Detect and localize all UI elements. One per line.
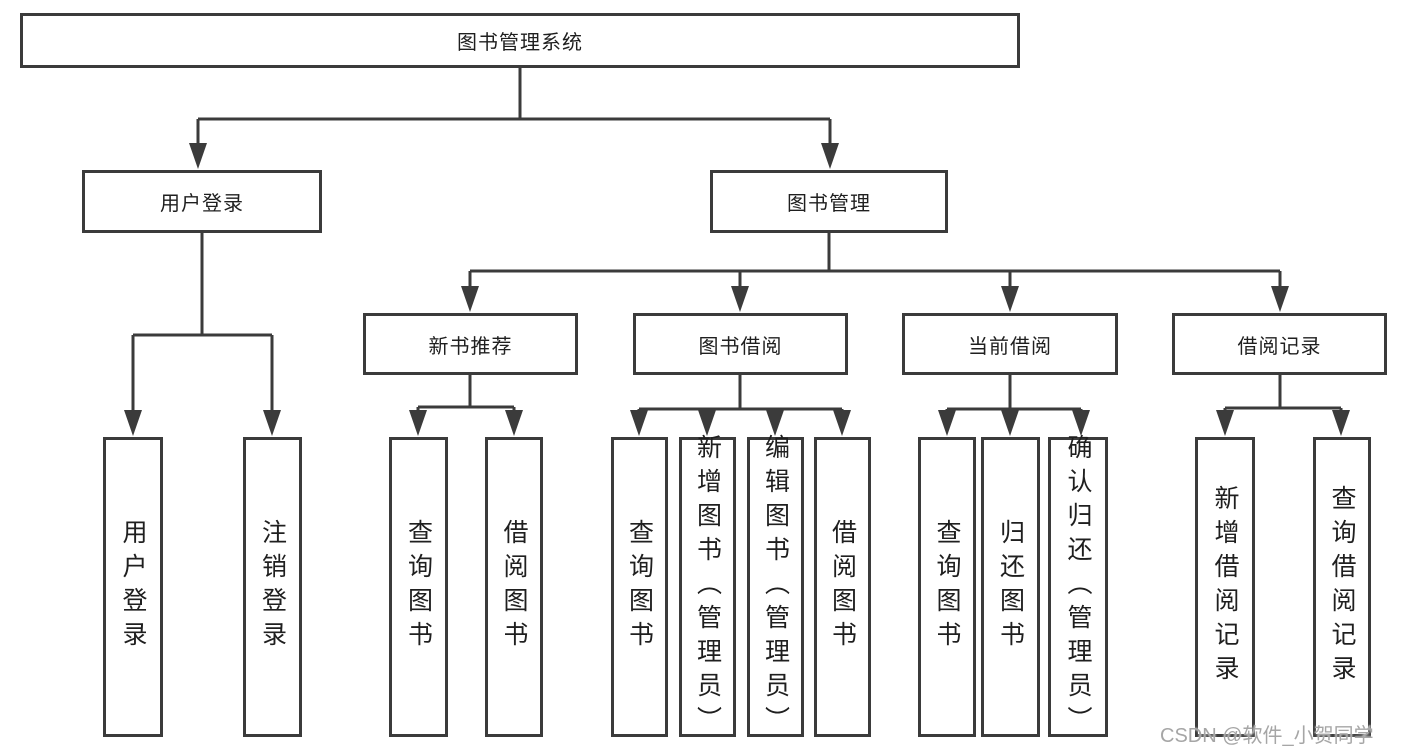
arrow-down-icon bbox=[461, 286, 479, 312]
node-label: 借阅图书 bbox=[828, 519, 857, 655]
csdn-watermark: CSDN @软件_小贺同学 bbox=[1160, 725, 1374, 747]
node-label: 图书管理 bbox=[787, 193, 871, 215]
arrow-down-icon bbox=[821, 143, 839, 169]
branch-root bbox=[189, 67, 839, 169]
node-leaf-user-login: 用户登录 bbox=[103, 437, 163, 737]
node-leaf-query-books-3: 查询图书 bbox=[918, 437, 976, 737]
arrow-down-icon bbox=[1072, 410, 1090, 436]
node-label: 新书推荐 bbox=[428, 335, 513, 358]
node-label: 借阅记录 bbox=[1237, 335, 1322, 358]
branch-book-mgmt bbox=[461, 233, 1289, 312]
arrow-down-icon bbox=[1001, 410, 1019, 436]
arrow-down-icon bbox=[1271, 286, 1289, 312]
arrow-down-icon bbox=[263, 410, 281, 436]
node-leaf-borrow-books-2: 借阅图书 bbox=[814, 437, 871, 737]
node-label: 借阅图书 bbox=[500, 519, 528, 655]
node-label: 当前借阅 bbox=[968, 335, 1052, 358]
arrow-down-icon bbox=[833, 410, 851, 436]
node-label: 注销登录 bbox=[258, 519, 287, 655]
node-book-borrow: 图书借阅 bbox=[633, 313, 848, 375]
arrow-down-icon bbox=[630, 410, 648, 436]
arrow-down-icon bbox=[505, 410, 523, 436]
arrow-down-icon bbox=[766, 410, 784, 436]
node-new-book-rec: 新书推荐 bbox=[363, 313, 578, 375]
arrow-down-icon bbox=[1216, 410, 1234, 436]
node-label: 查询图书 bbox=[933, 519, 961, 655]
node-user-login: 用户登录 bbox=[82, 170, 322, 233]
arrow-down-icon bbox=[938, 410, 956, 436]
node-label: 新增图书（管理员） bbox=[693, 434, 722, 740]
node-leaf-query-books-2: 查询图书 bbox=[611, 437, 668, 737]
node-label: 编辑图书（管理员） bbox=[761, 434, 790, 740]
branch-new-rec bbox=[409, 375, 523, 436]
branch-record bbox=[1216, 375, 1350, 436]
arrow-down-icon bbox=[1001, 286, 1019, 312]
node-leaf-borrow-books-1: 借阅图书 bbox=[485, 437, 543, 737]
node-leaf-query-books-1: 查询图书 bbox=[389, 437, 448, 737]
node-label: 查询图书 bbox=[404, 519, 433, 655]
node-library-system: 图书管理系统 bbox=[20, 13, 1020, 68]
node-current-borrow: 当前借阅 bbox=[902, 313, 1118, 375]
node-label: 图书管理系统 bbox=[457, 32, 583, 54]
arrow-down-icon bbox=[731, 286, 749, 312]
branch-current bbox=[938, 375, 1090, 436]
node-book-mgmt: 图书管理 bbox=[710, 170, 948, 233]
node-label: 图书借阅 bbox=[698, 335, 783, 358]
node-label: 确认归还（管理员） bbox=[1064, 434, 1092, 740]
node-leaf-logout: 注销登录 bbox=[243, 437, 302, 737]
node-label: 用户登录 bbox=[119, 519, 147, 655]
node-leaf-add-borrow-record: 新增借阅记录 bbox=[1195, 437, 1255, 737]
node-label: 查询图书 bbox=[625, 519, 654, 655]
arrow-down-icon bbox=[1332, 410, 1350, 436]
node-leaf-add-books-admin: 新增图书（管理员） bbox=[679, 434, 736, 740]
node-leaf-confirm-return-admin: 确认归还（管理员） bbox=[1048, 434, 1108, 740]
node-leaf-return-books: 归还图书 bbox=[981, 437, 1040, 737]
node-leaf-edit-books-admin: 编辑图书（管理员） bbox=[747, 434, 804, 740]
arrow-down-icon bbox=[698, 410, 716, 436]
arrow-down-icon bbox=[409, 410, 427, 436]
branch-borrow bbox=[630, 375, 851, 436]
arrow-down-icon bbox=[124, 410, 142, 436]
node-label: 查询借阅记录 bbox=[1328, 485, 1356, 689]
node-label: 归还图书 bbox=[996, 519, 1025, 655]
node-leaf-query-borrow-record: 查询借阅记录 bbox=[1313, 437, 1371, 737]
arrow-down-icon bbox=[189, 143, 207, 169]
node-label: 新增借阅记录 bbox=[1211, 485, 1239, 689]
node-borrow-record: 借阅记录 bbox=[1172, 313, 1387, 375]
node-label: 用户登录 bbox=[160, 193, 244, 215]
branch-user-login bbox=[124, 233, 281, 436]
